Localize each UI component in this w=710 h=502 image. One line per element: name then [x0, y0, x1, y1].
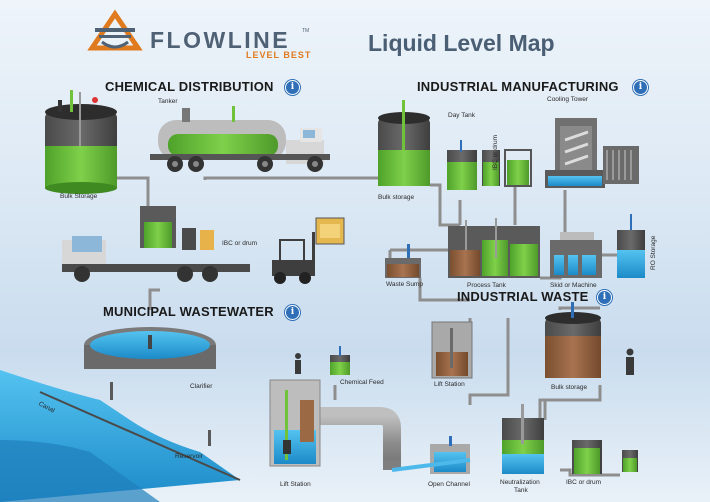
cooling-tower	[545, 118, 639, 188]
bulk-storage-mfg-tank	[378, 100, 430, 186]
brand-trademark: TM	[302, 28, 310, 34]
label-neutralization-tank: Tank	[514, 487, 528, 494]
operator-figure-muni	[295, 353, 301, 374]
label-day-tank: Day Tank	[448, 112, 475, 119]
label-bulk-storage-mfg: Bulk storage	[378, 194, 415, 201]
info-icon-manufacturing[interactable]: i	[633, 80, 648, 95]
label-ibc-waste: IBC or drum	[566, 479, 602, 486]
forklift	[272, 217, 345, 284]
label-lift-station-muni: Lift Station	[280, 481, 311, 488]
info-icon-chemical[interactable]: i	[285, 80, 300, 95]
label-skid-machine: Skid or Machine	[550, 282, 597, 289]
neutralization-tank	[502, 404, 544, 474]
label-chemical-feed: Chemical Feed	[340, 379, 384, 386]
label-ibc-mfg: IBC or drum	[492, 134, 499, 170]
label-tanker: Tanker	[158, 98, 178, 105]
ro-storage-tank	[617, 214, 645, 278]
brand-tagline: LEVEL BEST	[246, 50, 312, 60]
label-ro-storage: RO Storage	[650, 235, 657, 270]
page-title: Liquid Level Map	[368, 30, 555, 56]
operator-figure-waste	[626, 348, 634, 375]
section-industrial-manufacturing: INDUSTRIAL MANUFACTURING	[417, 79, 619, 94]
label-process-tank: Process Tank	[467, 282, 506, 289]
section-municipal-wastewater: MUNICIPAL WASTEWATER	[103, 304, 274, 319]
label-bulk-storage-chem: Bulk Storage	[60, 193, 98, 200]
canal-water	[0, 370, 241, 502]
chemical-feed-tank	[330, 346, 350, 375]
clarifier	[84, 327, 216, 369]
bulk-storage-waste-tank	[545, 302, 601, 378]
section-industrial-waste: INDUSTRIAL WASTE	[457, 289, 589, 304]
outflow-pipe	[320, 407, 401, 470]
ibc-mfg	[482, 149, 532, 187]
label-reservoir: Reservoir	[175, 453, 203, 460]
ibc-waste	[572, 440, 638, 474]
lift-station-waste	[431, 321, 473, 379]
label-neutralization: Neutralization	[500, 479, 540, 486]
label-cooling-tower: Cooling Tower	[547, 96, 589, 103]
pipe-network	[115, 176, 620, 477]
label-open-channel: Open Channel	[428, 481, 470, 488]
section-chemical-distribution: CHEMICAL DISTRIBUTION	[105, 79, 274, 94]
info-icon-wastewater[interactable]: i	[285, 305, 300, 320]
lift-station-muni	[269, 379, 321, 467]
process-tanks	[448, 218, 540, 278]
label-waste-sump: Waste Sump	[386, 281, 423, 288]
label-ibc-chem: IBC or drum	[222, 240, 258, 247]
label-clarifier: Clarifier	[190, 383, 213, 390]
flowline-logo-icon	[87, 9, 143, 51]
brand-name: FLOWLINE	[150, 27, 291, 53]
day-tank	[447, 140, 477, 190]
pipe-outlet	[383, 460, 401, 470]
skid-machine	[550, 232, 602, 278]
waste-sump	[385, 244, 421, 278]
tanker-truck	[150, 106, 330, 172]
info-icon-waste[interactable]: i	[597, 290, 612, 305]
label-bulk-storage-waste: Bulk storage	[551, 384, 588, 391]
flatbed-truck	[62, 206, 250, 282]
bulk-storage-chem-tank	[45, 90, 117, 194]
open-channel	[391, 436, 471, 474]
label-lift-station-waste: Lift Station	[434, 381, 465, 388]
